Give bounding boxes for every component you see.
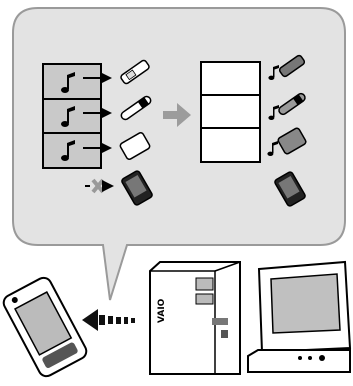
- pc-tower: VAIO: [150, 262, 240, 374]
- source-playlist-box: [43, 64, 101, 168]
- destination-playlist-box: [201, 62, 260, 162]
- vaio-logo: VAIO: [157, 298, 167, 323]
- pc-monitor: [248, 262, 350, 372]
- transfer-arrow: [82, 309, 135, 331]
- mobile-phone: [1, 275, 89, 379]
